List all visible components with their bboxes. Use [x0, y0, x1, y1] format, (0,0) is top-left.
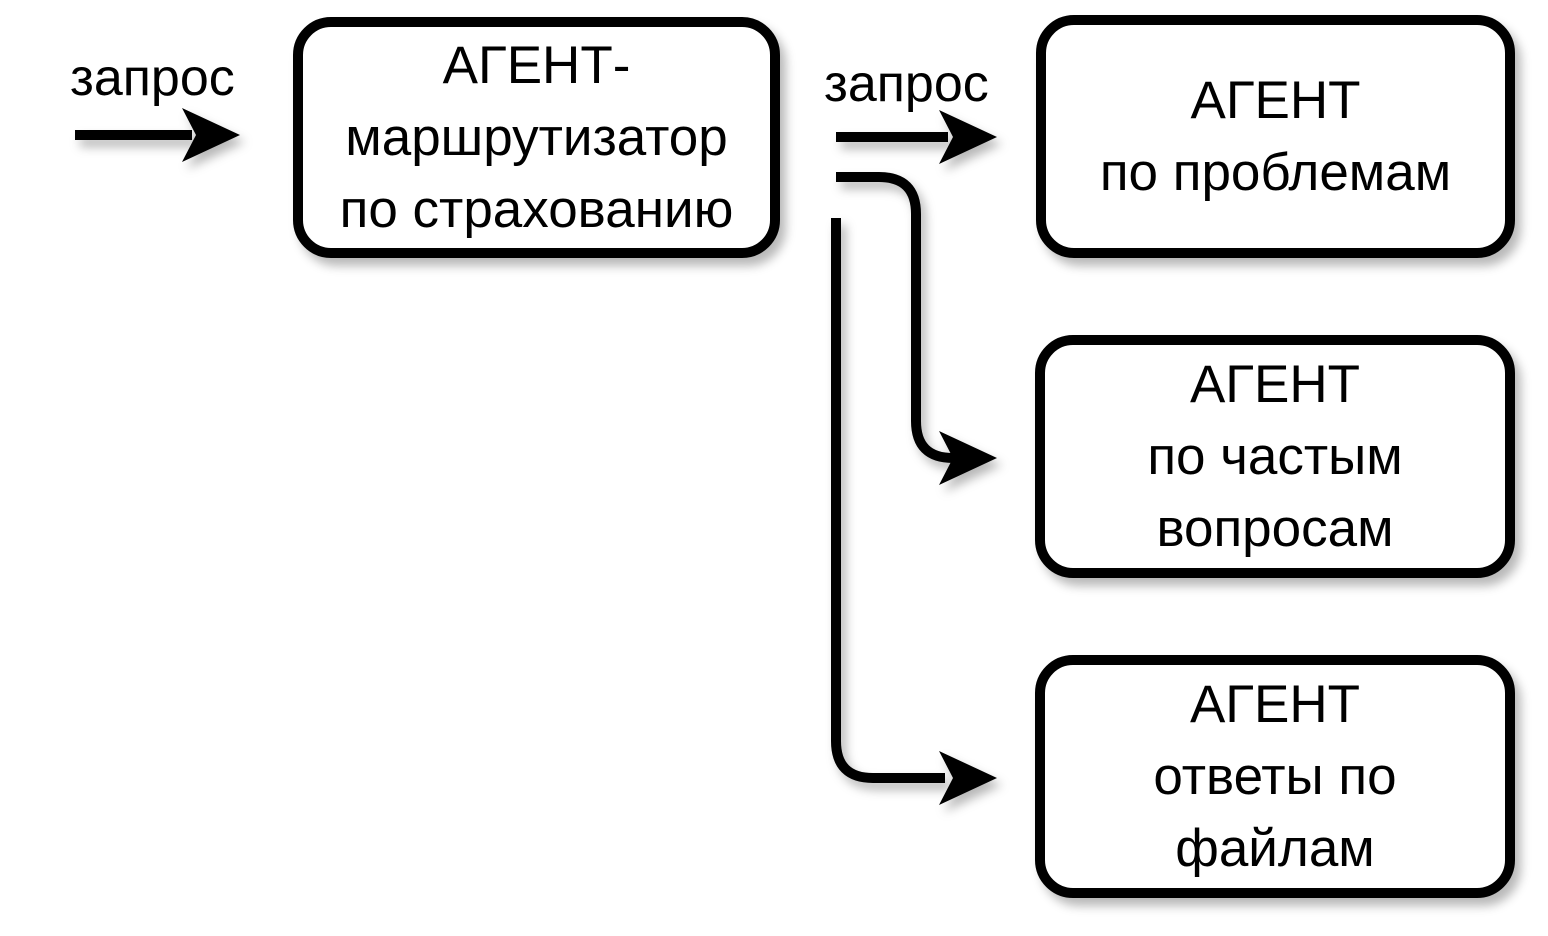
arrow-request-to-router-head-icon: [182, 108, 240, 162]
arrow-router-to-files-head-icon: [939, 751, 997, 805]
arrow-router-to-faq-head-icon: [939, 431, 997, 485]
node-faq-agent-label: АГЕНТ по частым вопросам: [1147, 354, 1403, 558]
node-router-agent: АГЕНТ- маршрутизатор по страхованию: [293, 17, 780, 258]
arrow-router-to-problems-head-icon: [939, 110, 997, 164]
node-problems-agent: АГЕНТ по проблемам: [1036, 15, 1515, 258]
node-faq-agent: АГЕНТ по частым вопросам: [1035, 335, 1515, 578]
node-files-agent-label: АГЕНТ ответы по файлам: [1153, 674, 1397, 878]
edge-label-request-incoming: запрос: [70, 49, 235, 107]
arrow-router-to-files-line: [831, 218, 945, 783]
edge-label-request-outgoing: запрос: [824, 55, 989, 113]
arrow-router-to-faq-line: [836, 172, 954, 463]
node-files-agent: АГЕНТ ответы по файлам: [1035, 655, 1515, 898]
node-router-agent-label: АГЕНТ- маршрутизатор по страхованию: [339, 35, 734, 239]
node-problems-agent-label: АГЕНТ по проблемам: [1099, 70, 1452, 202]
